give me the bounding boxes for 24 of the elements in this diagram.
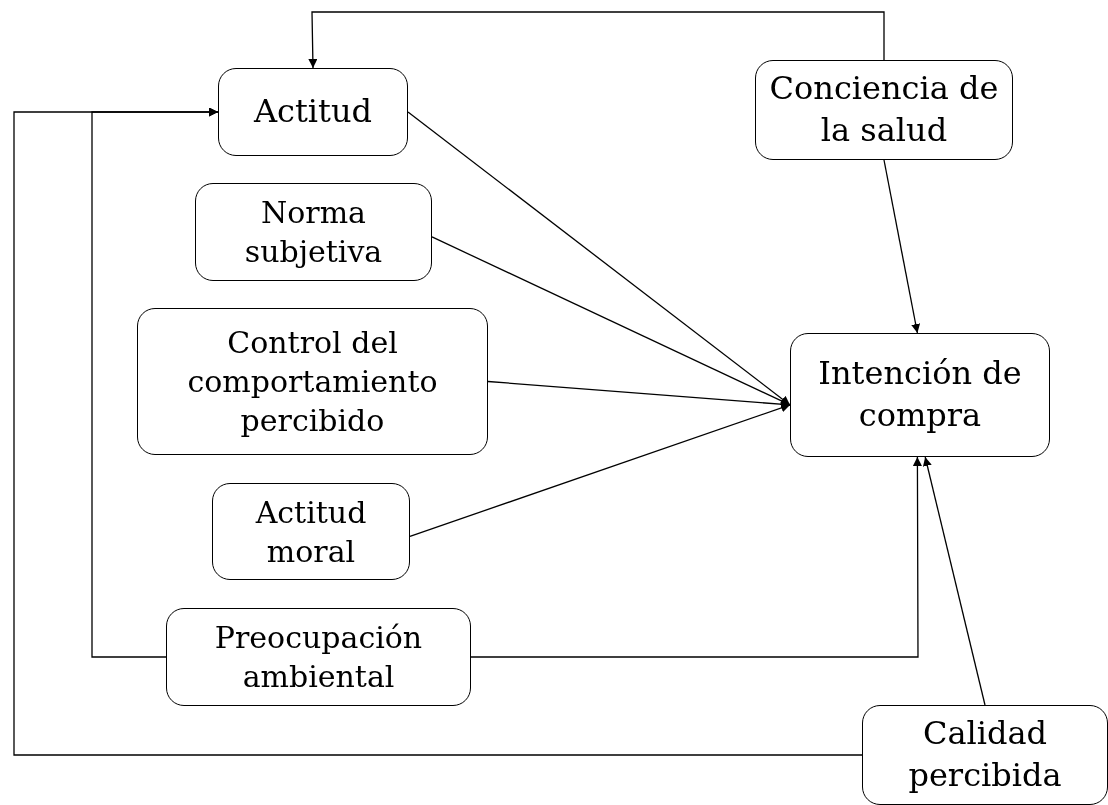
arrow bbox=[308, 11, 885, 69]
concept-box bbox=[790, 333, 1050, 457]
arrow bbox=[409, 403, 791, 537]
box-label: Actitud moral bbox=[254, 493, 368, 571]
box-label: Control del comportamiento percibido bbox=[186, 324, 439, 440]
concept-box bbox=[218, 68, 408, 156]
concept-box bbox=[755, 60, 1013, 160]
box-label: Preocupación ambiental bbox=[213, 619, 424, 696]
box-label: Actitud bbox=[252, 91, 374, 133]
concept-box bbox=[862, 705, 1108, 805]
concept-box bbox=[137, 308, 488, 455]
arrow bbox=[922, 456, 986, 706]
arrow bbox=[13, 107, 863, 756]
concept-box bbox=[195, 183, 432, 281]
box-label: Conciencia de la salud bbox=[768, 68, 1000, 151]
arrow bbox=[431, 236, 791, 406]
arrow bbox=[407, 111, 791, 406]
arrow bbox=[883, 159, 921, 334]
box-label: Intención de compra bbox=[817, 353, 1023, 436]
concept-box bbox=[166, 608, 471, 706]
box-label: Norma subjetiva bbox=[243, 194, 384, 271]
concept-box bbox=[212, 483, 410, 580]
box-label: Calidad percibida bbox=[907, 713, 1063, 796]
arrow bbox=[470, 456, 922, 658]
